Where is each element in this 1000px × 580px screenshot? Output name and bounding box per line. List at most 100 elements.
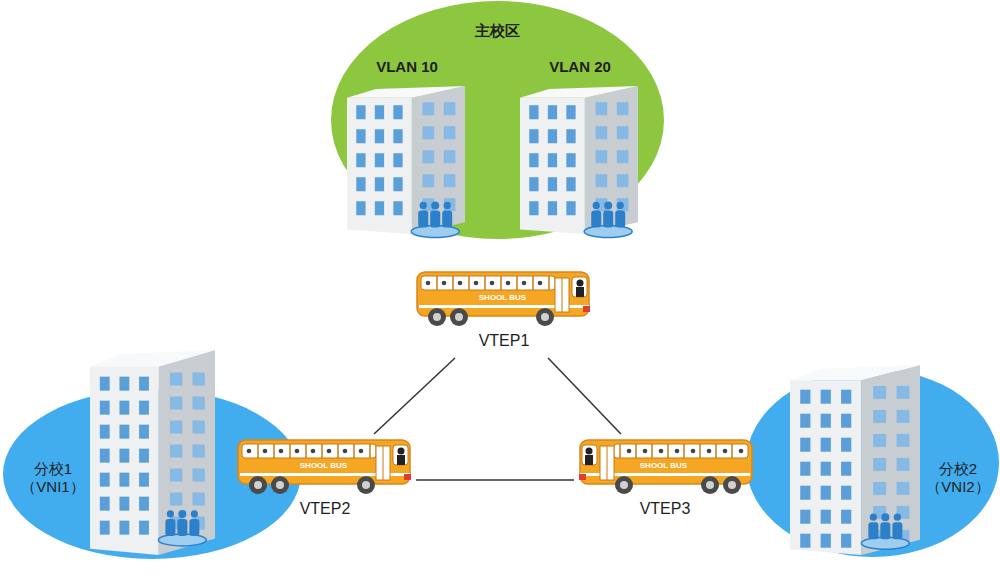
building-side: [159, 350, 215, 555]
window: [375, 177, 384, 191]
window: [193, 445, 205, 458]
building-roof: [347, 86, 465, 98]
window: [170, 493, 182, 506]
node-label: 分校1 （VNI1）: [18, 460, 88, 496]
building-illustration: [347, 86, 465, 234]
window: [393, 105, 402, 119]
window: [841, 510, 851, 524]
window: [356, 105, 365, 119]
building-front: [90, 366, 159, 555]
building-roof: [790, 365, 920, 380]
window: [119, 377, 129, 391]
window: [119, 425, 129, 439]
building-illustration: [520, 86, 638, 234]
window: [566, 201, 575, 215]
window: [170, 421, 182, 434]
window: [821, 486, 831, 500]
window: [356, 201, 365, 215]
window: [139, 425, 149, 439]
building-illustration: [790, 365, 920, 555]
window: [139, 521, 149, 535]
vtep-bus: SHOOL BUSVTEP3: [576, 436, 754, 524]
window: [193, 421, 205, 434]
window: [393, 177, 402, 191]
window: [139, 473, 149, 487]
window: [566, 177, 575, 191]
window: [356, 129, 365, 143]
window: [139, 401, 149, 415]
window: [821, 414, 831, 428]
window: [423, 126, 435, 139]
node-label: VLAN 10: [342, 58, 472, 76]
window: [821, 438, 831, 452]
window: [119, 497, 129, 511]
tunnel-link: [416, 479, 574, 481]
vtep-bus: SHOOL BUSVTEP2: [236, 436, 414, 524]
node-label: VTEP2: [236, 499, 414, 518]
window: [100, 473, 110, 487]
window: [800, 510, 810, 524]
people-icon: [411, 201, 459, 237]
window: [821, 462, 831, 476]
window: [841, 414, 851, 428]
window: [193, 493, 205, 506]
window: [566, 129, 575, 143]
window: [841, 486, 851, 500]
window: [375, 129, 384, 143]
tunnel-link: [374, 358, 455, 434]
window: [566, 153, 575, 167]
window: [100, 401, 110, 415]
building-node: VLAN 10: [342, 52, 472, 237]
window: [548, 129, 557, 143]
window: [821, 510, 831, 524]
people-icon: [584, 201, 632, 237]
window: [617, 198, 629, 211]
window: [548, 177, 557, 191]
node-label: 分校2 （VNI2）: [923, 460, 993, 496]
window: [841, 438, 851, 452]
window: [100, 377, 110, 391]
window: [800, 438, 810, 452]
window: [393, 129, 402, 143]
window: [139, 497, 149, 511]
window: [596, 174, 608, 187]
region-fill: [331, 1, 664, 239]
window: [119, 473, 129, 487]
window: [617, 126, 629, 139]
building-side: [585, 86, 638, 234]
window: [100, 449, 110, 463]
window: [356, 153, 365, 167]
window: [423, 102, 435, 115]
window: [800, 534, 810, 548]
window: [873, 458, 886, 471]
window: [617, 150, 629, 163]
window: [444, 174, 456, 187]
building-node: VLAN 20: [515, 52, 645, 237]
window: [375, 201, 384, 215]
window: [170, 397, 182, 410]
site-region: 分校2 （VNI2）: [745, 368, 1000, 558]
node-label: VTEP3: [576, 499, 754, 518]
window: [100, 521, 110, 535]
window: [170, 373, 182, 386]
window: [444, 126, 456, 139]
bus-sign: SHOOL BUS: [455, 293, 550, 303]
window: [821, 534, 831, 548]
node-label: VTEP1: [415, 331, 593, 350]
window: [617, 174, 629, 187]
window: [617, 102, 629, 115]
window: [897, 458, 910, 471]
site-region: 主校区VLAN 10VLAN 20: [330, 0, 665, 240]
window: [356, 177, 365, 191]
window: [119, 449, 129, 463]
window: [800, 486, 810, 500]
window: [897, 434, 910, 447]
window: [193, 397, 205, 410]
window: [375, 105, 384, 119]
window: [170, 445, 182, 458]
window: [548, 105, 557, 119]
window: [444, 198, 456, 211]
window: [444, 102, 456, 115]
people-icon: [158, 510, 206, 546]
